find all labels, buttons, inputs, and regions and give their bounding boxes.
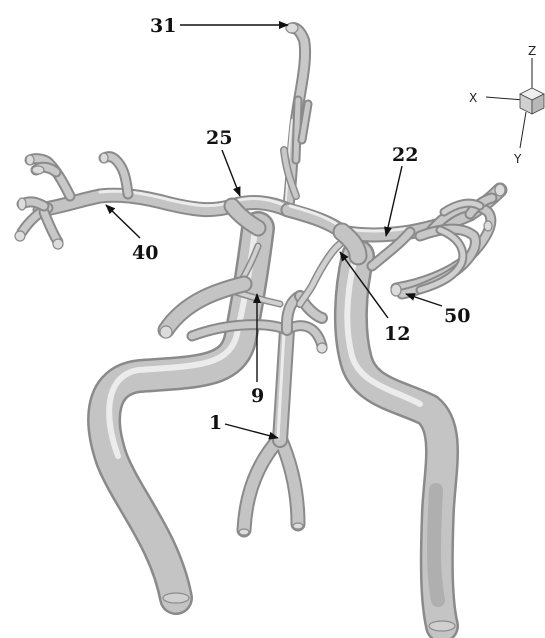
label-22: 22 [392, 144, 418, 166]
arrow-1 [225, 424, 278, 438]
label-9: 9 [251, 385, 264, 407]
arrow-50 [406, 294, 442, 306]
arrow-22 [386, 166, 402, 236]
vessel-tree [15, 23, 505, 631]
label-50: 50 [444, 305, 470, 327]
label-40: 40 [132, 242, 158, 264]
arrow-40 [106, 205, 140, 238]
label-1: 1 [209, 412, 222, 434]
orientation-axes-triad: Z X Y [469, 44, 544, 166]
axis-label-z: Z [528, 44, 536, 58]
axis-cube [520, 88, 544, 114]
right-internal-carotid-artery [347, 256, 442, 626]
anterior-cerebral-arteries [284, 23, 308, 210]
arrow-25 [222, 150, 240, 196]
label-31: 31 [150, 15, 176, 37]
right-middle-cerebral-artery [288, 184, 505, 296]
label-12: 12 [384, 323, 410, 345]
axis-label-y: Y [513, 152, 522, 166]
right-posterior-communicating-artery [300, 244, 340, 304]
axis-label-x: X [469, 91, 477, 105]
basilar-vertebral-arteries [244, 330, 298, 530]
label-25: 25 [206, 127, 232, 149]
